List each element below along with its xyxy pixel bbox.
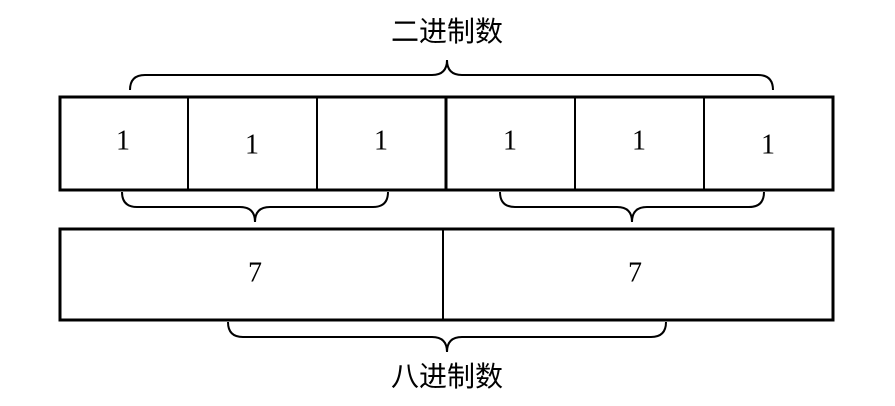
group-brace-left: [121, 191, 389, 223]
octal-row: 7 7: [58, 227, 835, 322]
binary-digit-4: 1: [503, 125, 517, 156]
octal-digit-2: 7: [628, 257, 642, 288]
octal-row-frame: [58, 227, 835, 322]
binary-row: 1 1 1 1 1 1: [58, 95, 835, 192]
binary-label: 二进制数: [391, 15, 503, 48]
binary-digit-1: 1: [116, 125, 130, 156]
octal-bottom-brace: [227, 321, 667, 353]
octal-label: 八进制数: [391, 360, 503, 393]
group-brace-right: [499, 191, 765, 223]
binary-digit-5: 1: [632, 125, 646, 156]
octal-digit-1: 7: [248, 257, 262, 288]
binary-digit-3: 1: [374, 125, 388, 156]
binary-digit-2: 1: [245, 129, 259, 160]
binary-digit-6: 1: [761, 129, 775, 160]
binary-top-brace: [129, 59, 774, 91]
